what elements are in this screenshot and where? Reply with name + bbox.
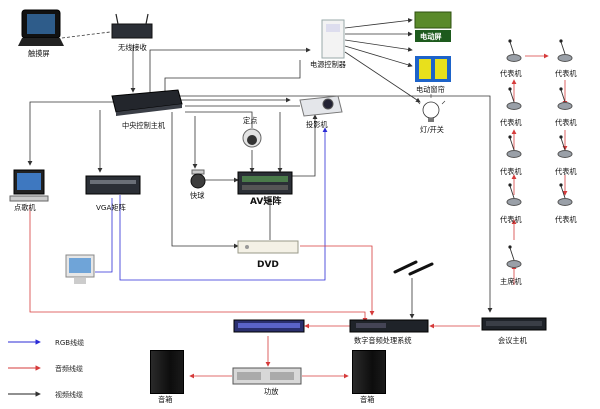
- monitor-device: [65, 254, 95, 284]
- chairman-unit-icon: [506, 245, 522, 268]
- conference-host-device: [481, 317, 547, 331]
- power-controller-device: [321, 19, 345, 59]
- right-speaker-label: 音箱: [360, 395, 375, 404]
- audio-processor-device: [349, 319, 429, 333]
- left-speaker: [150, 350, 184, 394]
- rgb-line: [95, 198, 113, 273]
- line: [344, 45, 413, 68]
- amplifier-device: [232, 367, 302, 385]
- projector-label: 投影机: [306, 120, 328, 129]
- delegate-unit-icon: [506, 135, 522, 158]
- touch-screen-label: 触摸屏: [28, 49, 50, 58]
- wireless-receiver-label: 无线接收: [118, 43, 147, 52]
- vga-matrix-label: VGA矩阵: [96, 203, 126, 212]
- audio-line: [300, 245, 375, 316]
- equalizer-device: [233, 319, 305, 333]
- line: [149, 47, 311, 92]
- microphone-icon: [393, 260, 434, 276]
- delegate-unit-label: 代表机: [555, 215, 577, 224]
- line: [164, 60, 301, 92]
- dvd-label: DVD: [257, 260, 279, 270]
- pc-label: 点歌机: [14, 203, 36, 212]
- delegate-unit-label: 代表机: [555, 69, 577, 78]
- power-controller-label: 电源控制器: [310, 60, 346, 69]
- amplifier-label: 功放: [264, 387, 279, 396]
- delegate-unit-icon: [557, 183, 573, 206]
- av-matrix-label: AV矩阵: [250, 197, 282, 207]
- delegate-unit-icon: [557, 39, 573, 62]
- line: [290, 114, 318, 177]
- line: [344, 51, 421, 103]
- vga-matrix-device: [85, 175, 141, 195]
- electric-screen-sign-text: 电动屏: [420, 32, 442, 41]
- av-matrix-device: [237, 171, 293, 195]
- wireless-receiver-device: [111, 13, 153, 39]
- delegate-unit-icon: [557, 87, 573, 110]
- line: [344, 39, 413, 52]
- delegate-unit-label: 代表机: [500, 118, 522, 127]
- line: [185, 111, 253, 128]
- right-speaker: [352, 350, 386, 394]
- delegate-unit-label: 代表机: [500, 215, 522, 224]
- touch-screen-device: [18, 9, 64, 46]
- audio-processor-label: 数字音频处理系统: [354, 336, 412, 345]
- delegate-unit-label: 代表机: [500, 69, 522, 78]
- line: [180, 95, 493, 313]
- electric-screen-device: [414, 11, 452, 29]
- central-host-device: [111, 89, 183, 116]
- delegate-unit-label: 代表机: [555, 118, 577, 127]
- electric-curtain-label: 电动窗帘: [416, 85, 445, 94]
- line: [27, 101, 115, 166]
- delegate-unit-icon: [506, 39, 522, 62]
- fixed-camera-label: 定点: [243, 116, 258, 125]
- rgb-line: [119, 127, 328, 281]
- dvd-device: [237, 240, 299, 254]
- delegate-unit-icon: [506, 183, 522, 206]
- wireless-link-line: [61, 31, 111, 39]
- legend-video-label: 视频线缆: [55, 391, 83, 399]
- line: [344, 18, 413, 29]
- speed-dome-label: 快球: [190, 191, 205, 200]
- legend-rgb-label: RGB线缆: [55, 339, 85, 347]
- delegate-unit-label: 代表机: [500, 167, 522, 176]
- delegate-unit-label: 代表机: [555, 167, 577, 176]
- fixed-camera-icon: [242, 128, 262, 148]
- legend-audio-label: 音频线缆: [55, 365, 83, 373]
- electric-curtain-device: [415, 56, 451, 82]
- light-bulb-icon: [416, 94, 446, 122]
- pc-device: [9, 169, 49, 202]
- delegate-unit-icon: [506, 87, 522, 110]
- left-speaker-label: 音箱: [158, 395, 173, 404]
- audio-line: [29, 205, 368, 323]
- delegate-unit-icon: [557, 135, 573, 158]
- electric-screen-sign: [415, 30, 451, 42]
- light-switch-label: 灯/开关: [420, 125, 444, 134]
- chairman-unit-label: 主席机: [500, 277, 522, 286]
- line: [171, 112, 239, 249]
- conference-host-label: 会议主机: [498, 336, 527, 345]
- speed-dome-icon: [190, 169, 206, 189]
- projector-device: [299, 95, 343, 117]
- central-host-label: 中央控制主机: [122, 121, 166, 130]
